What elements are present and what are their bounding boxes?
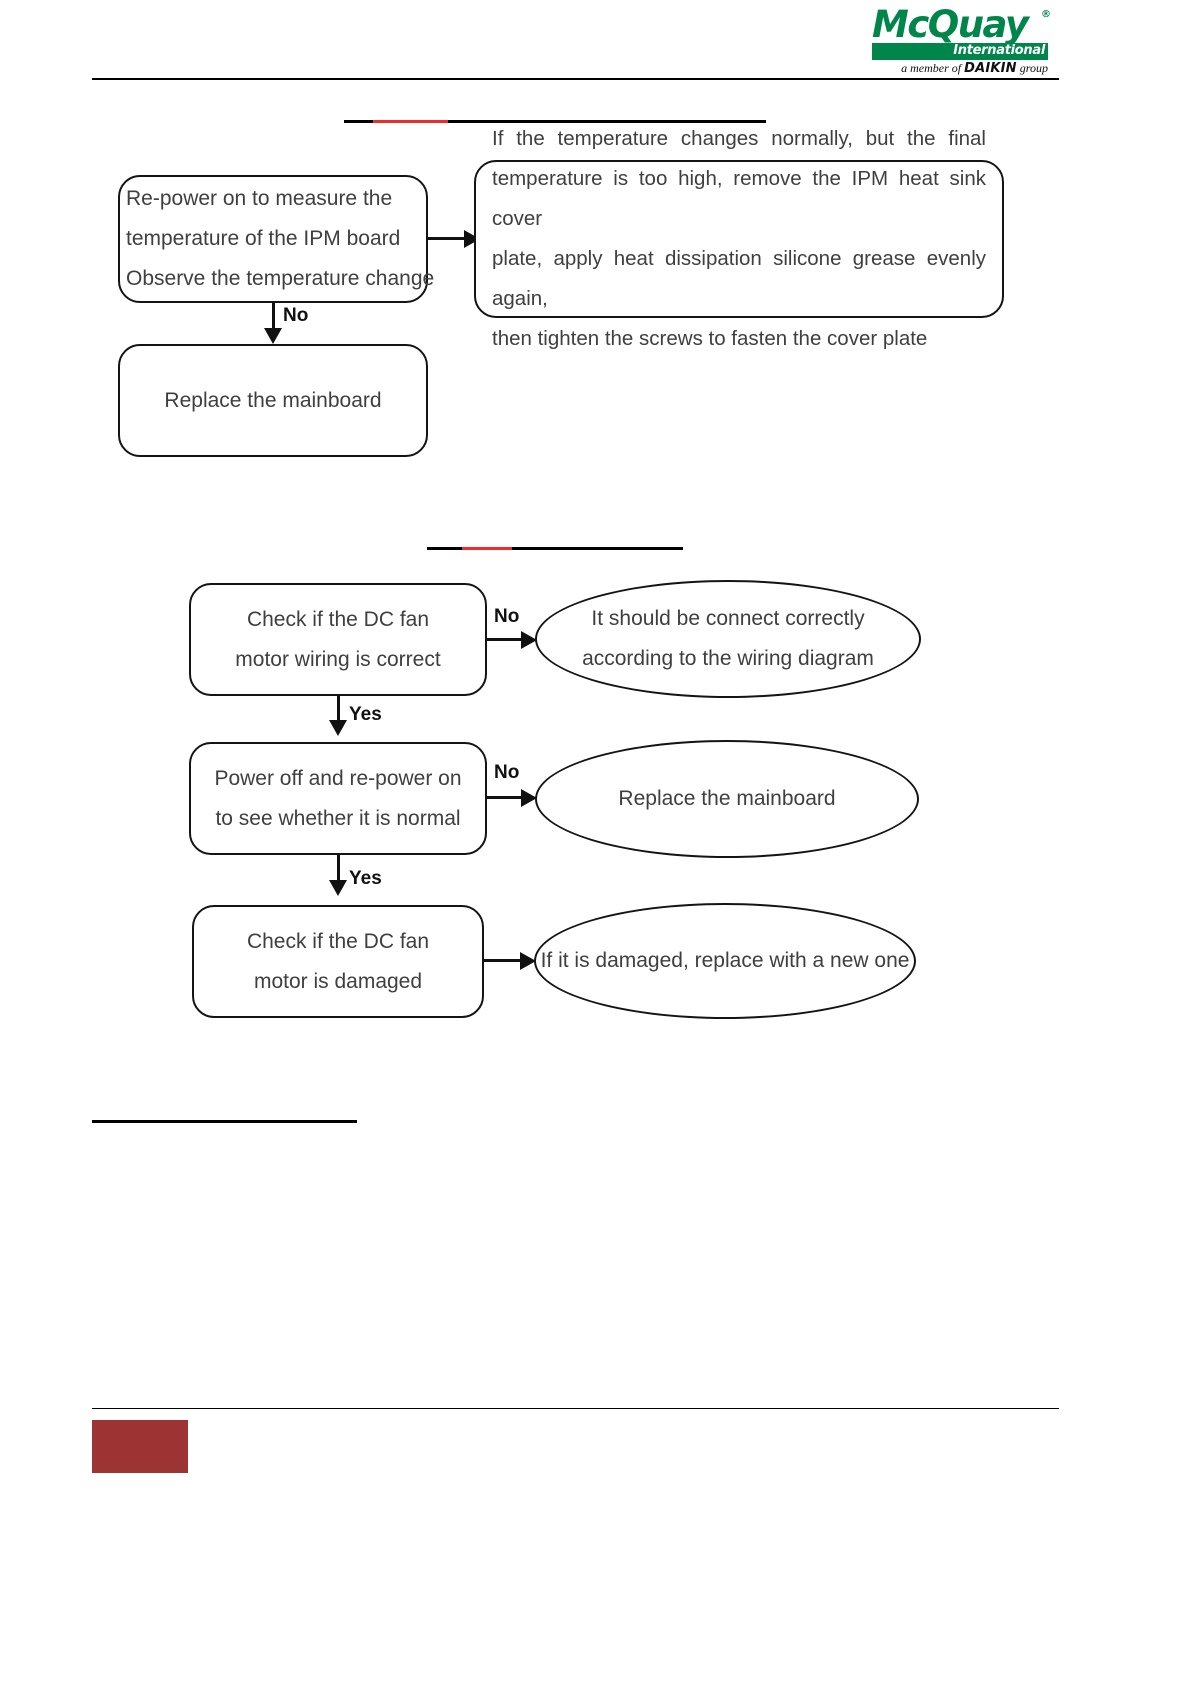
- flow1-edge-measure-to-grease-line: [428, 237, 470, 240]
- flow1-measure-line-3: Observe the temperature change: [126, 267, 435, 290]
- logo-tagline-suffix: group: [1016, 61, 1048, 75]
- flow2-node-check-damaged: Check if the DC fan motor is damaged: [192, 905, 484, 1018]
- flow2-node-replace-new-one: If it is damaged, replace with a new one: [534, 903, 916, 1019]
- flow1-edge-no-arrowhead: [264, 328, 282, 344]
- redacted-heading-middle: [427, 547, 683, 550]
- redacted-heading-accent-2: [462, 547, 512, 550]
- flow2-edge-repower-yes-arrowhead: [329, 880, 347, 896]
- flow2-edge-repower-no-label: No: [494, 762, 520, 783]
- flow2-connect-line-2: according to the wiring diagram: [582, 647, 874, 670]
- flow2-edge-repower-no-line: [487, 796, 529, 799]
- flow2-node-check-wiring: Check if the DC fan motor wiring is corr…: [189, 583, 487, 696]
- flow2-repower-line-1: Power off and re-power on: [214, 766, 462, 790]
- flow1-grease-line-4: then tighten the screws to fasten the co…: [492, 327, 928, 350]
- logo-tagline-brand: DAIKIN: [964, 61, 1017, 76]
- flow2-check-damaged-line-2: motor is damaged: [253, 969, 423, 993]
- flow1-measure-line-2: temperature of the IPM board: [126, 227, 401, 250]
- flow2-repower-line-2: to see whether it is normal: [215, 806, 461, 830]
- flow2-edge-wiring-no-label: No: [494, 606, 520, 627]
- flow1-grease-line-3: plate, apply heat dissipation silicone g…: [492, 247, 986, 310]
- flow1-measure-line-1: Re-power on to measure the: [126, 187, 393, 210]
- flow2-edge-repower-no-arrowhead: [521, 789, 537, 807]
- header-divider: [92, 78, 1059, 80]
- flow2-edge-damaged-out-arrowhead: [520, 952, 536, 970]
- footer-divider: [92, 1408, 1059, 1409]
- flow1-grease-line-1: If the temperature changes normally, but…: [492, 127, 986, 150]
- flow1-edge-no-label: No: [283, 305, 309, 326]
- flow1-grease-line-2: temperature is too high, remove the IPM …: [492, 167, 986, 230]
- redacted-heading-accent: [373, 120, 448, 123]
- logo-subtitle: International: [953, 43, 1045, 58]
- logo-tagline: a member of DAIKIN group: [901, 61, 1048, 76]
- logo-wordmark: McQuay: [872, 3, 1029, 46]
- redacted-heading-bottom: [92, 1120, 357, 1123]
- flow2-edge-wiring-no-line: [487, 638, 529, 641]
- flow2-replace-mainboard-line-1: Replace the mainboard: [618, 787, 836, 810]
- flow2-check-damaged-line-1: Check if the DC fan: [246, 929, 430, 953]
- flow2-check-wiring-line-2: motor wiring is correct: [235, 647, 441, 671]
- footer-color-block: [92, 1420, 188, 1473]
- flow2-node-replace-mainboard: Replace the mainboard: [535, 740, 919, 858]
- registered-trademark-icon: ®: [1041, 9, 1051, 20]
- flow1-grease-paragraph: If the temperature changes normally, but…: [482, 119, 996, 359]
- redacted-heading-top: [344, 120, 766, 123]
- flow1-edge-no-line: [272, 303, 275, 336]
- mcquay-logo: McQuay ® International a member of DAIKI…: [872, 3, 1051, 76]
- flow2-edge-damaged-out-line: [484, 959, 528, 962]
- flow2-connect-line-1: It should be connect correctly: [591, 607, 865, 630]
- logo-tagline-prefix: a member of: [901, 61, 965, 75]
- flow1-replace-line-1: Replace the mainboard: [164, 388, 382, 412]
- flow2-edge-wiring-no-arrowhead: [521, 631, 537, 649]
- flow2-edge-wiring-yes-arrowhead: [329, 720, 347, 736]
- flow2-edge-repower-yes-line: [337, 855, 340, 887]
- flow2-node-power-off-repower-on: Power off and re-power on to see whether…: [189, 742, 487, 855]
- flow1-node-replace-mainboard: Replace the mainboard: [118, 344, 428, 457]
- flow2-replace-new-line-1: If it is damaged, replace with a new one: [540, 949, 910, 972]
- flow2-edge-repower-yes-label: Yes: [349, 868, 382, 889]
- flow2-edge-wiring-yes-line: [337, 696, 340, 728]
- logo-green-bar: [872, 43, 1048, 60]
- flow1-node-measure-ipm-temperature: Re-power on to measure the temperature o…: [118, 175, 434, 303]
- flow2-check-wiring-line-1: Check if the DC fan: [246, 607, 430, 631]
- flow2-edge-wiring-yes-label: Yes: [349, 704, 382, 725]
- flow2-node-connect-per-diagram: It should be connect correctly according…: [535, 580, 921, 698]
- flow1-node-apply-silicone-grease: If the temperature changes normally, but…: [474, 127, 1004, 350]
